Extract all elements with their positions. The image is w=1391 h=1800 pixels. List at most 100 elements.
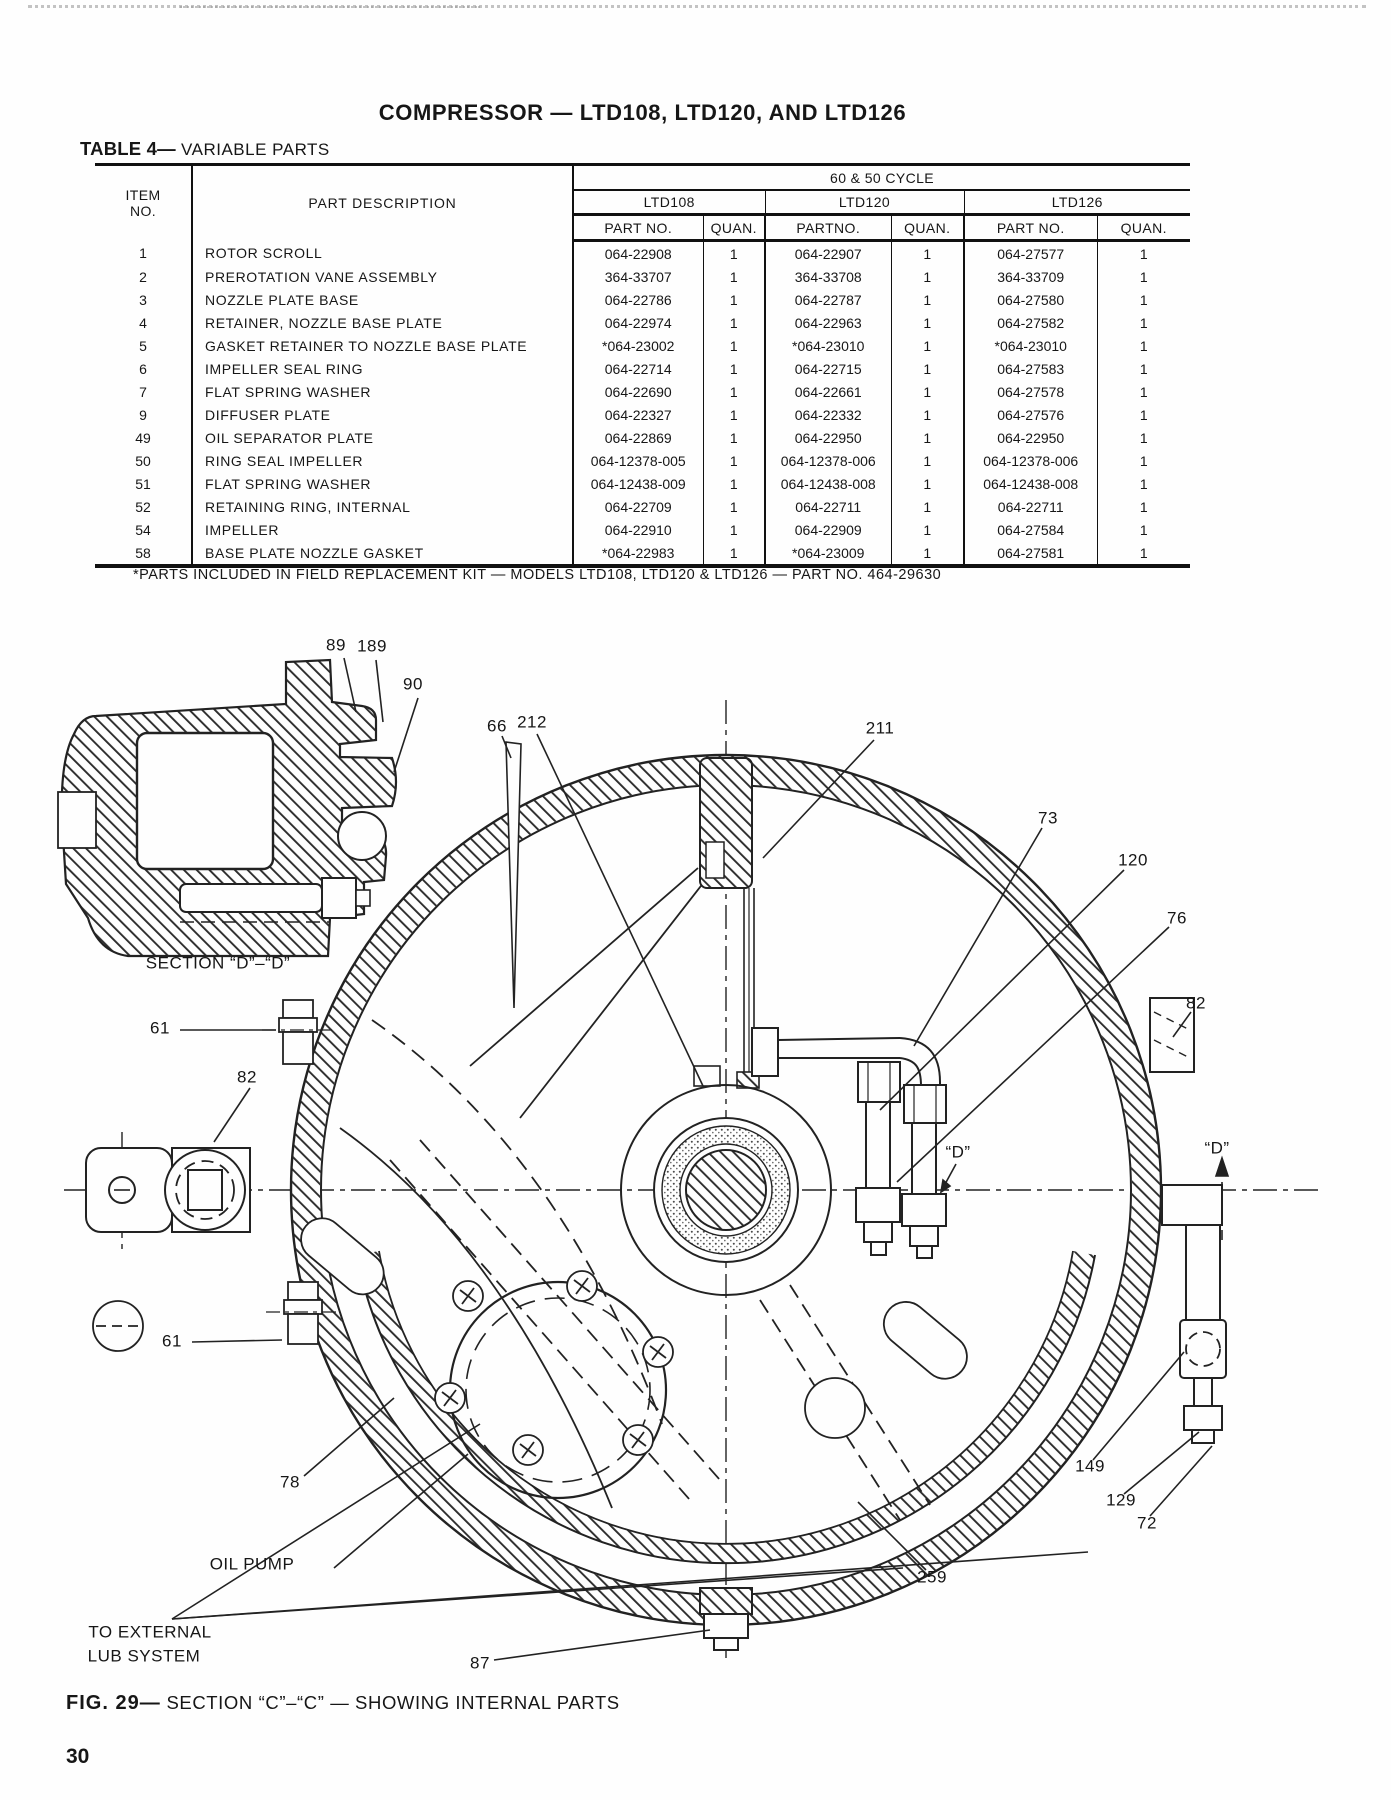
diagram-callout: 76	[1167, 908, 1187, 928]
diagram-callout: 82	[237, 1067, 257, 1087]
cell-part-108: 064-22974	[573, 311, 704, 334]
cell-quan-120: 1	[891, 357, 965, 380]
diagram-callout: 189	[357, 636, 387, 656]
piping-assembly	[751, 1027, 947, 1259]
cell-part-126: 064-12438-008	[964, 472, 1098, 495]
page-number: 30	[66, 1745, 90, 1768]
cell-quan-108: 1	[703, 495, 766, 518]
right-boss	[1149, 997, 1195, 1073]
cell-quan-120: 1	[891, 311, 965, 334]
cell-part-120: 064-22907	[765, 240, 892, 265]
col-header-part-126: PART NO.	[964, 214, 1098, 242]
diagram-callout: SECTION “D”–“D”	[145, 953, 291, 973]
diagram-callout: 82	[1186, 993, 1206, 1013]
cell-part-108: 064-12438-009	[573, 472, 704, 495]
cell-part-108: *064-22983	[573, 541, 704, 566]
figure-caption-number: FIG. 29—	[66, 1692, 161, 1714]
cell-quan-126: 1	[1139, 268, 1148, 285]
cell-part-126: 064-12378-006	[964, 449, 1098, 472]
table-row: 7 FLAT SPRING WASHER 064-22690 1 064-226…	[95, 380, 1190, 403]
cell-quan-108: 1	[703, 541, 766, 566]
cell-quan-120: 1	[891, 240, 965, 265]
cell-quan-126: 1	[1139, 475, 1148, 492]
diagram-callout: 66	[487, 716, 507, 736]
table-row: 9 DIFFUSER PLATE 064-22327 1 064-22332 1…	[95, 403, 1190, 426]
cell-quan-120: 1	[891, 472, 965, 495]
cell-part-desc: GASKET RETAINER TO NOZZLE BASE PLATE	[192, 334, 574, 357]
diagram-callout: 61	[150, 1018, 170, 1038]
cell-part-126: *064-23010	[964, 334, 1098, 357]
cell-quan-108: 1	[703, 426, 766, 449]
cell-quan-126: 1	[1139, 337, 1148, 354]
diagram-callout: OIL PUMP	[209, 1554, 295, 1574]
cell-quan-108: 1	[703, 449, 766, 472]
cell-quan-120: 1	[891, 518, 965, 541]
cell-quan-126: 1	[1139, 291, 1148, 308]
leader-lines	[171, 733, 1213, 1661]
cell-part-desc: ROTOR SCROLL	[192, 240, 574, 265]
cell-part-108: *064-23002	[573, 334, 704, 357]
diagram-callout: 61	[162, 1331, 182, 1351]
cell-item-no: 50	[95, 449, 193, 472]
figure-caption: FIG. 29— SECTION “C”–“C” — SHOWING INTER…	[66, 1692, 620, 1715]
cell-part-120: 064-12378-006	[765, 449, 892, 472]
oil-pump	[434, 1270, 674, 1500]
section-dd-detail	[57, 657, 419, 958]
col-header-ltd120: LTD120	[764, 190, 964, 216]
cell-quan-120: 1	[891, 334, 965, 357]
cell-part-108: 064-22786	[573, 288, 704, 311]
cell-item-no: 9	[95, 403, 193, 426]
cell-part-desc: RETAINER, NOZZLE BASE PLATE	[192, 311, 574, 334]
cell-item-no: 54	[95, 518, 193, 541]
cell-quan-126: 1	[1139, 245, 1148, 262]
diagram-callout: 72	[1137, 1513, 1157, 1533]
table-footnote: *PARTS INCLUDED IN FIELD REPLACEMENT KIT…	[133, 567, 942, 583]
cell-quan-120: 1	[891, 541, 965, 566]
cell-quan-108: 1	[703, 380, 766, 403]
table-caption-text: VARIABLE PARTS	[175, 140, 330, 159]
cell-item-no: 1	[95, 240, 193, 265]
cell-part-desc: DIFFUSER PLATE	[192, 403, 574, 426]
col-header-quan-126: QUAN.	[1097, 214, 1191, 242]
cell-part-126: 064-27584	[964, 518, 1098, 541]
cell-quan-126: 1	[1139, 429, 1148, 446]
cell-part-108: 064-22690	[573, 380, 704, 403]
cell-quan-126: 1	[1139, 498, 1148, 515]
cell-part-126: 064-27581	[964, 541, 1098, 566]
diagram-callout: “D”	[945, 1142, 971, 1162]
cell-part-120: *064-23009	[765, 541, 892, 566]
cell-quan-126: 1	[1139, 360, 1148, 377]
cell-quan-108: 1	[703, 518, 766, 541]
cell-part-126: 064-27580	[964, 288, 1098, 311]
cell-part-126: 364-33709	[964, 265, 1098, 288]
shaft-hub	[620, 1084, 832, 1296]
diagram-callout: 89	[326, 635, 346, 655]
cell-item-no: 7	[95, 380, 193, 403]
cell-part-120: 064-22963	[765, 311, 892, 334]
table-row: 1 ROTOR SCROLL 064-22908 1 064-22907 1 0…	[95, 240, 1190, 265]
cell-part-120: 064-12438-008	[765, 472, 892, 495]
cell-part-126: 064-27577	[964, 240, 1098, 265]
cell-part-126: 064-27576	[964, 403, 1098, 426]
cell-part-desc: PREROTATION VANE ASSEMBLY	[192, 265, 574, 288]
cell-part-120: *064-23010	[765, 334, 892, 357]
cell-quan-108: 1	[703, 288, 766, 311]
col-header-part-108: PART NO.	[573, 214, 704, 242]
cell-part-126: 064-22950	[964, 426, 1098, 449]
cell-item-no: 6	[95, 357, 193, 380]
cell-item-no: 51	[95, 472, 193, 495]
cell-part-desc: RING SEAL IMPELLER	[192, 449, 574, 472]
cell-item-no: 5	[95, 334, 193, 357]
col-header-item-line1: ITEM	[125, 187, 161, 204]
cell-quan-126: 1	[1139, 544, 1148, 561]
cell-part-120: 064-22715	[765, 357, 892, 380]
cell-quan-120: 1	[891, 288, 965, 311]
cell-part-108: 064-22709	[573, 495, 704, 518]
diagram-callout: 78	[280, 1472, 300, 1492]
table-row: 6 IMPELLER SEAL RING 064-22714 1 064-227…	[95, 357, 1190, 380]
cell-part-120: 064-22950	[765, 426, 892, 449]
cell-part-108: 064-22714	[573, 357, 704, 380]
cell-part-108: 364-33707	[573, 265, 704, 288]
cell-item-no: 2	[95, 265, 193, 288]
diagram-callout: 120	[1118, 850, 1148, 870]
